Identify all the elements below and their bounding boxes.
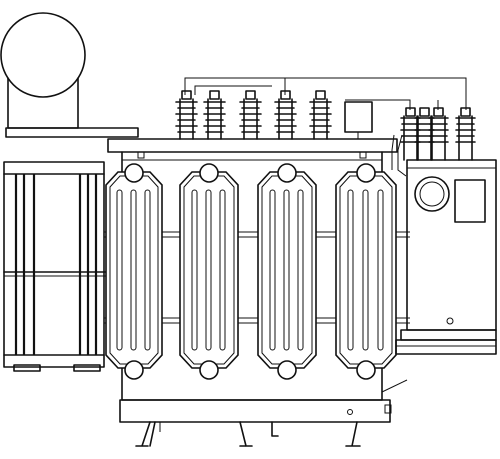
hv-bushing bbox=[309, 90, 332, 140]
bushing-leads bbox=[184, 77, 467, 177]
hv-bushing bbox=[175, 90, 198, 140]
lv-bushing bbox=[400, 107, 421, 161]
lv-bushings bbox=[400, 107, 476, 161]
cooling-radiator bbox=[257, 163, 317, 380]
conservator-tank bbox=[0, 12, 139, 138]
cover-fittings bbox=[137, 151, 367, 159]
support-legs bbox=[135, 421, 361, 447]
cooling-radiator bbox=[179, 163, 239, 380]
lv-bushing bbox=[455, 107, 476, 161]
gas-relay-box bbox=[344, 101, 373, 139]
hv-bushings bbox=[175, 90, 332, 140]
cooling-radiator bbox=[105, 163, 163, 380]
lv-bushing bbox=[414, 107, 435, 161]
cooling-radiators bbox=[105, 163, 397, 380]
hv-bushing bbox=[239, 90, 262, 140]
lv-bushing bbox=[428, 107, 449, 161]
cooling-radiator bbox=[335, 163, 397, 380]
hv-bushing bbox=[203, 90, 226, 140]
control-cabinet bbox=[395, 159, 497, 355]
hv-bushing bbox=[274, 90, 297, 140]
side-radiator-bank bbox=[3, 161, 123, 372]
